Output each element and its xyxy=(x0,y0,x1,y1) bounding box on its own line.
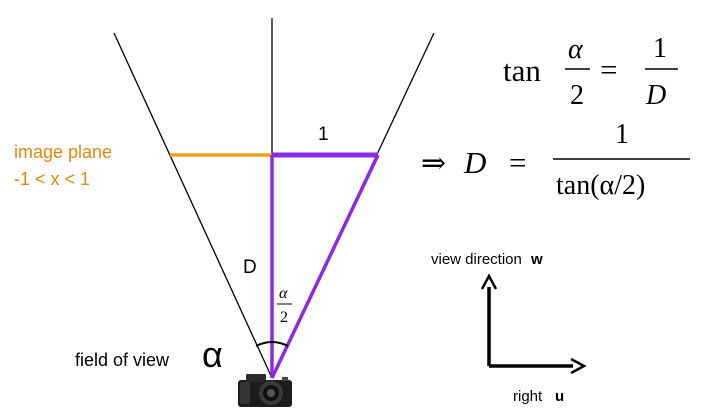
half-angle-denominator: 2 xyxy=(280,309,288,326)
eq1-frac-numerator: α xyxy=(568,34,584,65)
equation-distance: ⇒ D = 1 tan(α/2) xyxy=(421,119,690,201)
eq2-equals: = xyxy=(509,145,526,180)
right-symbol: u xyxy=(555,388,564,405)
right-prefix: right xyxy=(513,388,543,405)
view-direction-symbol: w xyxy=(530,251,543,268)
eq1-frac-denominator: 2 xyxy=(570,80,584,111)
view-direction-arrowhead xyxy=(480,273,498,290)
fov-arc xyxy=(255,341,289,347)
fov-symbol: α xyxy=(202,334,223,375)
eq2-rhs-numerator: 1 xyxy=(615,119,629,150)
half-angle-numerator: α xyxy=(279,285,288,302)
image-plane-title: image plane xyxy=(14,142,112,162)
equation-tan-half-angle: tan α 2 = 1 D xyxy=(503,33,678,111)
right-arrowhead xyxy=(570,357,587,375)
eq1-equals: = xyxy=(600,52,617,87)
eq1-tan: tan xyxy=(503,53,541,88)
camera-icon xyxy=(238,374,292,407)
fov-label: field of view xyxy=(75,350,170,370)
image-plane-range: -1 < x < 1 xyxy=(14,169,90,189)
distance-label: D xyxy=(243,257,257,278)
eq2-lhs: D xyxy=(463,145,486,180)
view-direction-prefix: view direction xyxy=(431,251,522,268)
half-width-label: 1 xyxy=(318,124,329,145)
eq1-rhs-denominator: D xyxy=(645,80,666,111)
eq1-rhs-numerator: 1 xyxy=(653,33,667,64)
hypotenuse-segment xyxy=(270,154,380,379)
frustum-left-edge xyxy=(113,32,273,379)
eq2-rhs-denominator: tan(α/2) xyxy=(556,170,645,201)
eq2-implies: ⇒ xyxy=(421,147,446,180)
